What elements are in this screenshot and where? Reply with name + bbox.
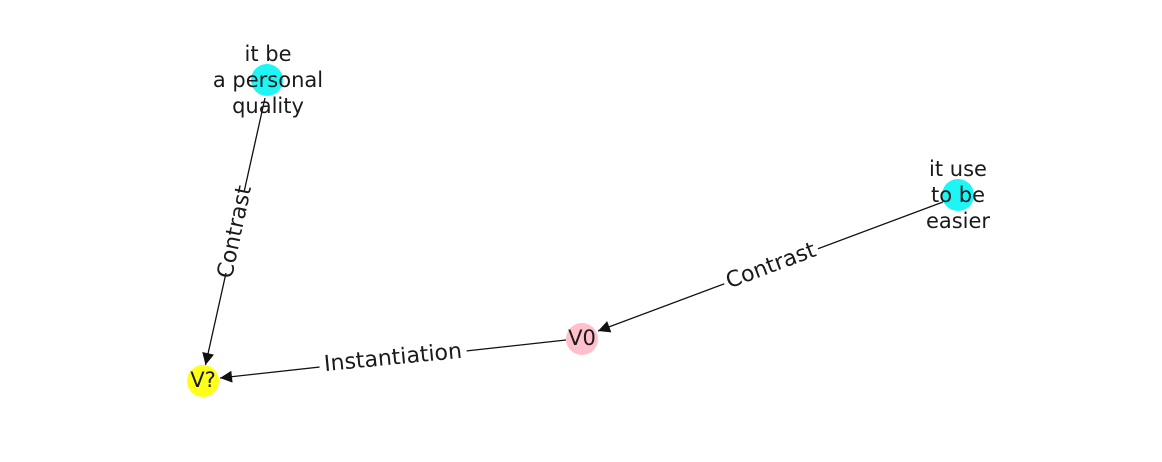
edge-v0-to-v-unknown: Instantiation xyxy=(219,335,567,383)
node-personal-quality[interactable]: it be a personal quality xyxy=(213,42,323,118)
node-circle xyxy=(942,179,974,211)
node-label-line-2: to be xyxy=(931,183,985,207)
node-use-to-be-easier[interactable]: it use to be easier xyxy=(926,157,990,233)
node-label-line-3: easier xyxy=(926,209,990,233)
edge-personal-quality-to-v-unknown: Contrast xyxy=(202,97,266,366)
node-label-line-1: it be xyxy=(245,42,292,66)
node-circle xyxy=(566,323,598,355)
edge-easier-to-v0: Contrast xyxy=(597,201,944,333)
node-label-line-3: quality xyxy=(232,94,304,118)
node-label-line-2: a personal xyxy=(213,68,323,92)
node-v-unknown[interactable]: V? xyxy=(187,365,219,397)
node-v0[interactable]: V0 xyxy=(566,323,598,355)
node-label: V0 xyxy=(568,326,596,350)
node-circle xyxy=(251,64,283,96)
edge-label-contrast-2: Contrast xyxy=(723,238,820,294)
node-label-line-1: it use xyxy=(929,157,987,181)
node-label: V? xyxy=(190,368,216,392)
edge-label-contrast-1: Contrast xyxy=(213,183,257,281)
node-circle xyxy=(187,365,219,397)
